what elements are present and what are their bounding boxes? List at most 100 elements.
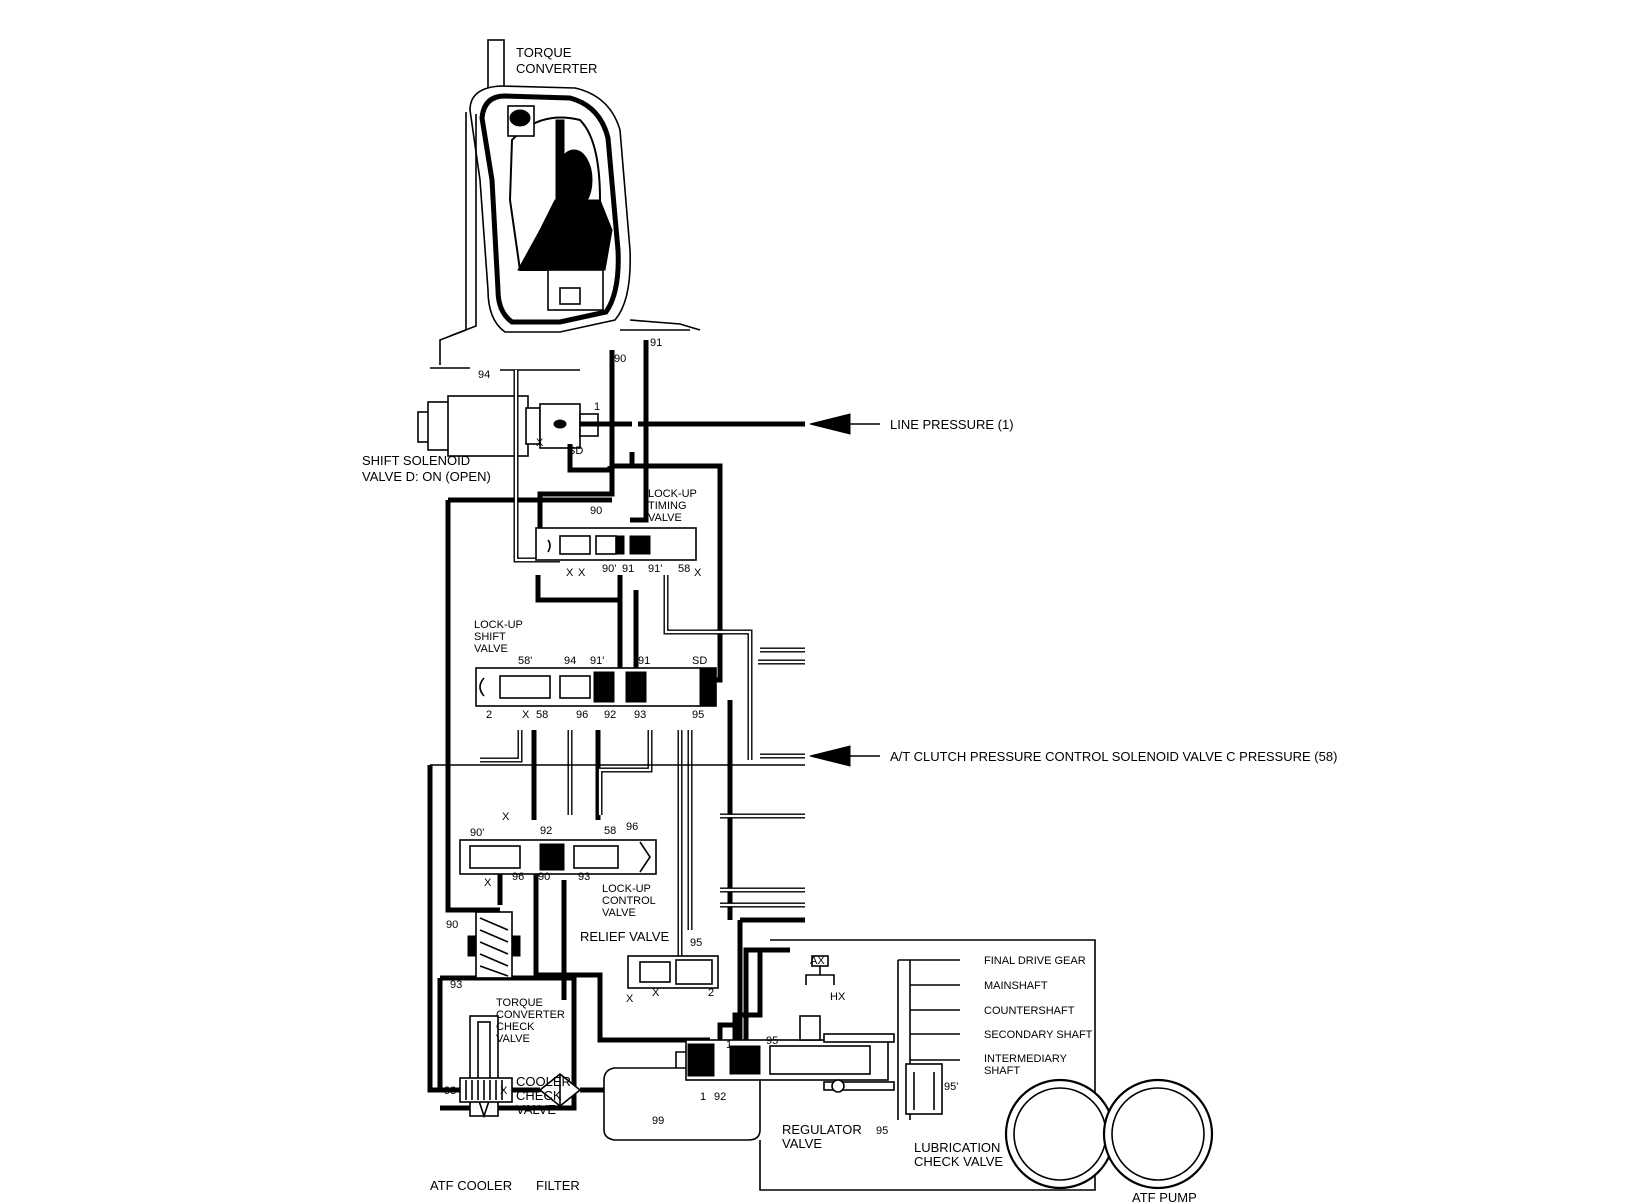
port-sd-shift: SD	[692, 655, 707, 667]
regulator-valve-label-line2: VALVE	[782, 1136, 822, 1151]
port-90p-timing: 90'	[602, 563, 616, 575]
port-x-control: X	[484, 877, 492, 889]
port-58-timing: 58	[678, 563, 690, 575]
lubrication-check-label-line2: CHECK VALVE	[914, 1154, 1003, 1169]
lockup-control-label-line3: VALVE	[602, 907, 636, 919]
tc-check-valve-label-line2: CONVERTER	[496, 1009, 565, 1021]
port-x-sol: X	[536, 437, 544, 449]
port-95-relief: 95	[690, 937, 702, 949]
tc-check-valve-label-line3: CHECK	[496, 1021, 535, 1033]
port-90-timing: 90	[590, 505, 602, 517]
cooler-lines	[427, 764, 805, 1111]
lockup-control-label-line2: CONTROL	[602, 895, 656, 907]
port-x2-timing: X	[578, 567, 586, 579]
port-95p-lube: 95'	[944, 1081, 958, 1093]
solenoid-c-pressure-label: A/T CLUTCH PRESSURE CONTROL SOLENOID VAL…	[890, 749, 1337, 764]
port-2-shift: 2	[486, 709, 492, 721]
port-1-sol: 1	[594, 401, 600, 413]
filter-label: FILTER	[536, 1178, 580, 1193]
regulator-valve	[685, 1015, 895, 1093]
atf-pump	[1004, 1078, 1214, 1190]
lubrication-circuit	[759, 939, 1096, 1191]
port-91-tc: 91	[650, 337, 662, 349]
atf-cooler-label: ATF COOLER	[430, 1178, 512, 1193]
port-91p-timing: 91'	[648, 563, 662, 575]
torque-converter-label-line1: TORQUE	[516, 45, 572, 60]
port-96-control: 96	[626, 821, 638, 833]
port-58-control: 58	[604, 825, 616, 837]
hx-label: HX	[830, 991, 846, 1003]
port-91-shift: 91	[638, 655, 650, 667]
filter	[538, 1072, 582, 1108]
lubrication-check-label-line1: LUBRICATION	[914, 1140, 1000, 1155]
port-96b-control: 96	[512, 871, 524, 883]
port-91p-shift: 91'	[590, 655, 604, 667]
ax-label: AX	[810, 955, 825, 967]
cooler-check-label-line3: VALVE	[516, 1102, 556, 1117]
lock-up-control-valve	[459, 839, 657, 875]
port-x3-timing: X	[694, 567, 702, 579]
port-99-regulator: 99	[652, 1115, 664, 1127]
port-x2-relief: X	[652, 987, 660, 999]
lockup-shift-label-line2: SHIFT	[474, 631, 506, 643]
line-pressure-label: LINE PRESSURE (1)	[890, 417, 1014, 432]
intermediary-shaft-label-line1: INTERMEDIARY	[984, 1053, 1068, 1065]
port-93-shift: 93	[634, 709, 646, 721]
port-x1-relief: X	[626, 993, 634, 1005]
torque-converter	[430, 39, 701, 371]
port-90-control: 90	[538, 871, 550, 883]
atf-pump-label: ATF PUMP	[1132, 1190, 1197, 1204]
port-95-shift: 95	[692, 709, 704, 721]
port-1-regulator: 1	[726, 1039, 732, 1051]
port-94-tc: 94	[478, 369, 490, 381]
relief-valve	[627, 955, 719, 989]
intermediary-shaft-label-line2: SHAFT	[984, 1065, 1020, 1077]
torque-converter-label-line2: CONVERTER	[516, 61, 597, 76]
port-90-tc: 90	[614, 353, 626, 365]
regulator-valve-label-line1: REGULATOR	[782, 1122, 862, 1137]
lockup-shift-label-line3: VALVE	[474, 643, 508, 655]
line-pressure-arrow	[809, 413, 880, 435]
cooler-check-label-line2: CHECK	[516, 1088, 562, 1103]
port-95b-regulator: 95	[876, 1125, 888, 1137]
tc-check-valve-label-line1: TORQUE	[496, 997, 543, 1009]
port-2-relief: 2	[708, 987, 714, 999]
port-91-timing: 91	[622, 563, 634, 575]
mainshaft-label: MAINSHAFT	[984, 980, 1048, 992]
solenoid-c-pressure-arrow	[809, 745, 880, 767]
lockup-shift-label-line1: LOCK-UP	[474, 619, 523, 631]
lockup-control-label-line1: LOCK-UP	[602, 883, 651, 895]
port-x-cc: X	[500, 1085, 508, 1097]
atf-cooler	[459, 1077, 513, 1103]
port-96-shift: 96	[576, 709, 588, 721]
port-93-cc: 93	[444, 1085, 456, 1097]
port-sd-sol: SD	[568, 445, 583, 457]
relief-valve-label: RELIEF VALVE	[580, 929, 669, 944]
port-1b-regulator: 1	[700, 1091, 706, 1103]
port-92-control: 92	[540, 825, 552, 837]
cooler-check-label-line1: COOLER	[516, 1074, 571, 1089]
port-93-tcc: 93	[450, 979, 462, 991]
port-58-shift: 58	[536, 709, 548, 721]
port-x-shift: X	[522, 709, 530, 721]
lock-up-shift-valve	[475, 667, 717, 707]
lockup-timing-label-line2: TIMING	[648, 500, 687, 512]
port-92-regulator: 92	[714, 1091, 726, 1103]
countershaft-label: COUNTERSHAFT	[984, 1005, 1075, 1017]
torque-converter-check-valve	[467, 911, 521, 979]
port-90p-control: 90'	[470, 827, 484, 839]
secondary-shaft-label: SECONDARY SHAFT	[984, 1029, 1093, 1041]
port-58p-shift: 58'	[518, 655, 532, 667]
lock-up-timing-valve	[535, 527, 697, 561]
shift-solenoid-label-line1: SHIFT SOLENOID	[362, 453, 470, 468]
final-drive-gear-label: FINAL DRIVE GEAR	[984, 955, 1086, 967]
port-95-regulator: 95	[766, 1035, 778, 1047]
lockup-timing-label-line1: LOCK-UP	[648, 488, 697, 500]
port-93-control: 93	[578, 871, 590, 883]
lockup-timing-label-line3: VALVE	[648, 512, 682, 524]
port-94-shift: 94	[564, 655, 576, 667]
tc-check-valve-label-line4: VALVE	[496, 1033, 530, 1045]
port-x-control-top: X	[502, 811, 510, 823]
